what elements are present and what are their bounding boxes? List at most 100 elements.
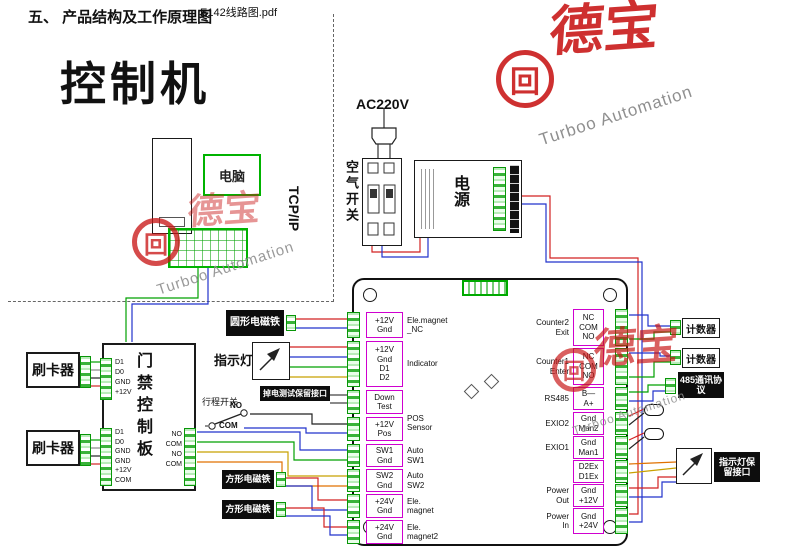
access-pins-bottom: D1 D0 GND GND +12V COM <box>115 429 132 484</box>
counter-1-label: 计数器 <box>686 324 716 336</box>
watermark-top-right: 德宝 回 Turboo Automation <box>492 0 702 149</box>
access-pins-top: D1 D0 GND +12V <box>115 359 132 396</box>
right-port-desc-2: RS485 <box>544 393 569 403</box>
psu-terminal-strip <box>493 167 506 231</box>
switch-com-label: COM <box>219 421 238 430</box>
left-port-desc-0: Ele.magnet _NC <box>407 315 448 334</box>
right-port-pins-4: Gnd Man1 <box>573 436 604 459</box>
square-magnet-2-connector <box>276 502 286 517</box>
access-pins-right: NO COM NO COM <box>165 431 182 468</box>
counter-1-connector <box>670 320 681 335</box>
left-port-pins-1: +12V Gnd D1 D2 <box>366 341 403 387</box>
air-switch-label: 空气开关 <box>344 160 359 224</box>
right-port-pins-3: Gnd Man2 <box>573 412 604 435</box>
square-magnet-2: 方形电磁铁 <box>222 500 274 519</box>
brand-logotype: 德宝 <box>547 0 661 63</box>
left-port-desc-1: Indicator <box>407 359 438 369</box>
round-magnet-connector <box>286 315 296 331</box>
right-port-desc-0: Counter2 Exit <box>536 318 569 337</box>
right-port-desc-5 <box>516 460 569 483</box>
right-port-pins-5: D2Ex D1Ex <box>573 460 604 483</box>
card-reader-1-connector <box>80 356 91 388</box>
left-port-desc-7: Ele. magnet2 <box>407 522 439 541</box>
right-port-pins-1: NC COM NO <box>573 348 604 385</box>
right-port-terminal-7 <box>615 508 628 534</box>
power-supply: 电源 <box>414 160 522 238</box>
left-port-terminal-6 <box>347 494 360 518</box>
left-port-pins-2: Down Test <box>366 390 403 414</box>
left-port-terminal-5 <box>347 469 360 492</box>
arrow-icon <box>682 453 703 476</box>
access-board-title: 门禁控制板 <box>134 352 151 462</box>
card-reader-1-label: 刷卡器 <box>32 362 74 378</box>
indicator-reserved-label: 指示灯保留接口 <box>714 452 760 482</box>
right-port-pins-0: NC COM NO <box>573 309 604 346</box>
left-port-terminal-2 <box>347 390 360 414</box>
indicator-reserved-arrow-box <box>676 448 712 484</box>
psu-vents <box>421 169 437 229</box>
ac220v-label: AC220V <box>356 96 409 112</box>
psu-connector-bar <box>510 165 519 233</box>
right-port-terminal-4 <box>615 436 628 459</box>
right-port-desc-7: Power In <box>546 511 569 530</box>
left-port-terminal-7 <box>347 520 360 544</box>
left-port-terminal-0 <box>347 312 360 338</box>
card-reader-2-label: 刷卡器 <box>32 440 74 456</box>
brand-subtext: Turboo Automation <box>536 81 695 150</box>
air-switch <box>362 158 402 246</box>
card-reader-1: 刷卡器 <box>26 352 80 388</box>
counter-2-label: 计数器 <box>686 354 716 366</box>
indicator-arrow-box <box>252 342 290 380</box>
right-port-pins-7: Gnd +24V <box>573 508 604 534</box>
right-port-desc-3: EXIO2 <box>545 418 569 428</box>
left-port-terminal-3 <box>347 417 360 441</box>
left-port-desc-3: POS Sensor <box>407 413 433 432</box>
right-port-terminal-0 <box>615 309 628 346</box>
screw-hole <box>363 288 377 302</box>
right-port-terminal-3 <box>615 412 628 435</box>
left-port-pins-3: +12V Pos <box>366 417 403 441</box>
travel-switch-label: 行程开关 <box>202 397 239 407</box>
right-port-terminal-1 <box>615 348 628 385</box>
card-reader-2-connector <box>80 434 91 466</box>
counter-2: 计数器 <box>682 348 720 368</box>
card-reader-2: 刷卡器 <box>26 430 80 466</box>
computer-tower <box>152 138 192 234</box>
left-port-desc-6: Ele. magnet <box>407 496 434 515</box>
air-switch-detail <box>367 162 396 236</box>
terminal-grid <box>168 228 248 268</box>
travel-switch-symbol <box>205 409 248 430</box>
counter-2-connector <box>670 350 681 365</box>
right-port-terminal-5 <box>615 460 628 483</box>
square-magnet-1-connector <box>276 472 286 487</box>
right-port-terminal-2 <box>615 387 628 410</box>
right-port-pins-6: Gnd +12V <box>573 484 604 507</box>
relay-2 <box>644 428 664 440</box>
left-port-pins-7: +24V Gnd <box>366 520 403 544</box>
relay-1 <box>644 404 664 416</box>
square-magnet-1: 方形电磁铁 <box>222 470 274 489</box>
left-port-pins-6: +24V Gnd <box>366 494 403 518</box>
page-title: 五、 产品结构及工作原理图 <box>28 9 213 26</box>
tcpip-label: TCP/IP <box>286 186 302 232</box>
arrow-icon <box>259 348 280 371</box>
pdf-filename: E142线路图.pdf <box>200 7 278 19</box>
left-port-pins-0: +12V Gnd <box>366 312 403 338</box>
power-supply-label: 电源 <box>451 175 468 207</box>
left-port-pins-4: SW1 Gnd <box>366 444 403 467</box>
brand-logo-icon: 回 <box>496 50 554 108</box>
switch-no-label: NO <box>230 401 242 410</box>
round-magnet-label: 圆形电磁铁 <box>226 310 284 336</box>
right-port-terminal-6 <box>615 484 628 507</box>
board-top-connector <box>462 280 508 296</box>
left-port-terminal-1 <box>347 341 360 387</box>
computer-label: 电脑 <box>218 168 245 184</box>
left-port-pins-5: SW2 Gnd <box>366 469 403 492</box>
access-terminal-bottom-left <box>100 428 112 486</box>
left-port-desc-4: Auto SW1 <box>407 446 425 465</box>
left-port-terminal-4 <box>347 444 360 467</box>
tower-vent <box>159 217 185 227</box>
right-port-desc-1: Counter1 Enter <box>536 357 569 376</box>
comm-485-connector <box>665 378 676 394</box>
